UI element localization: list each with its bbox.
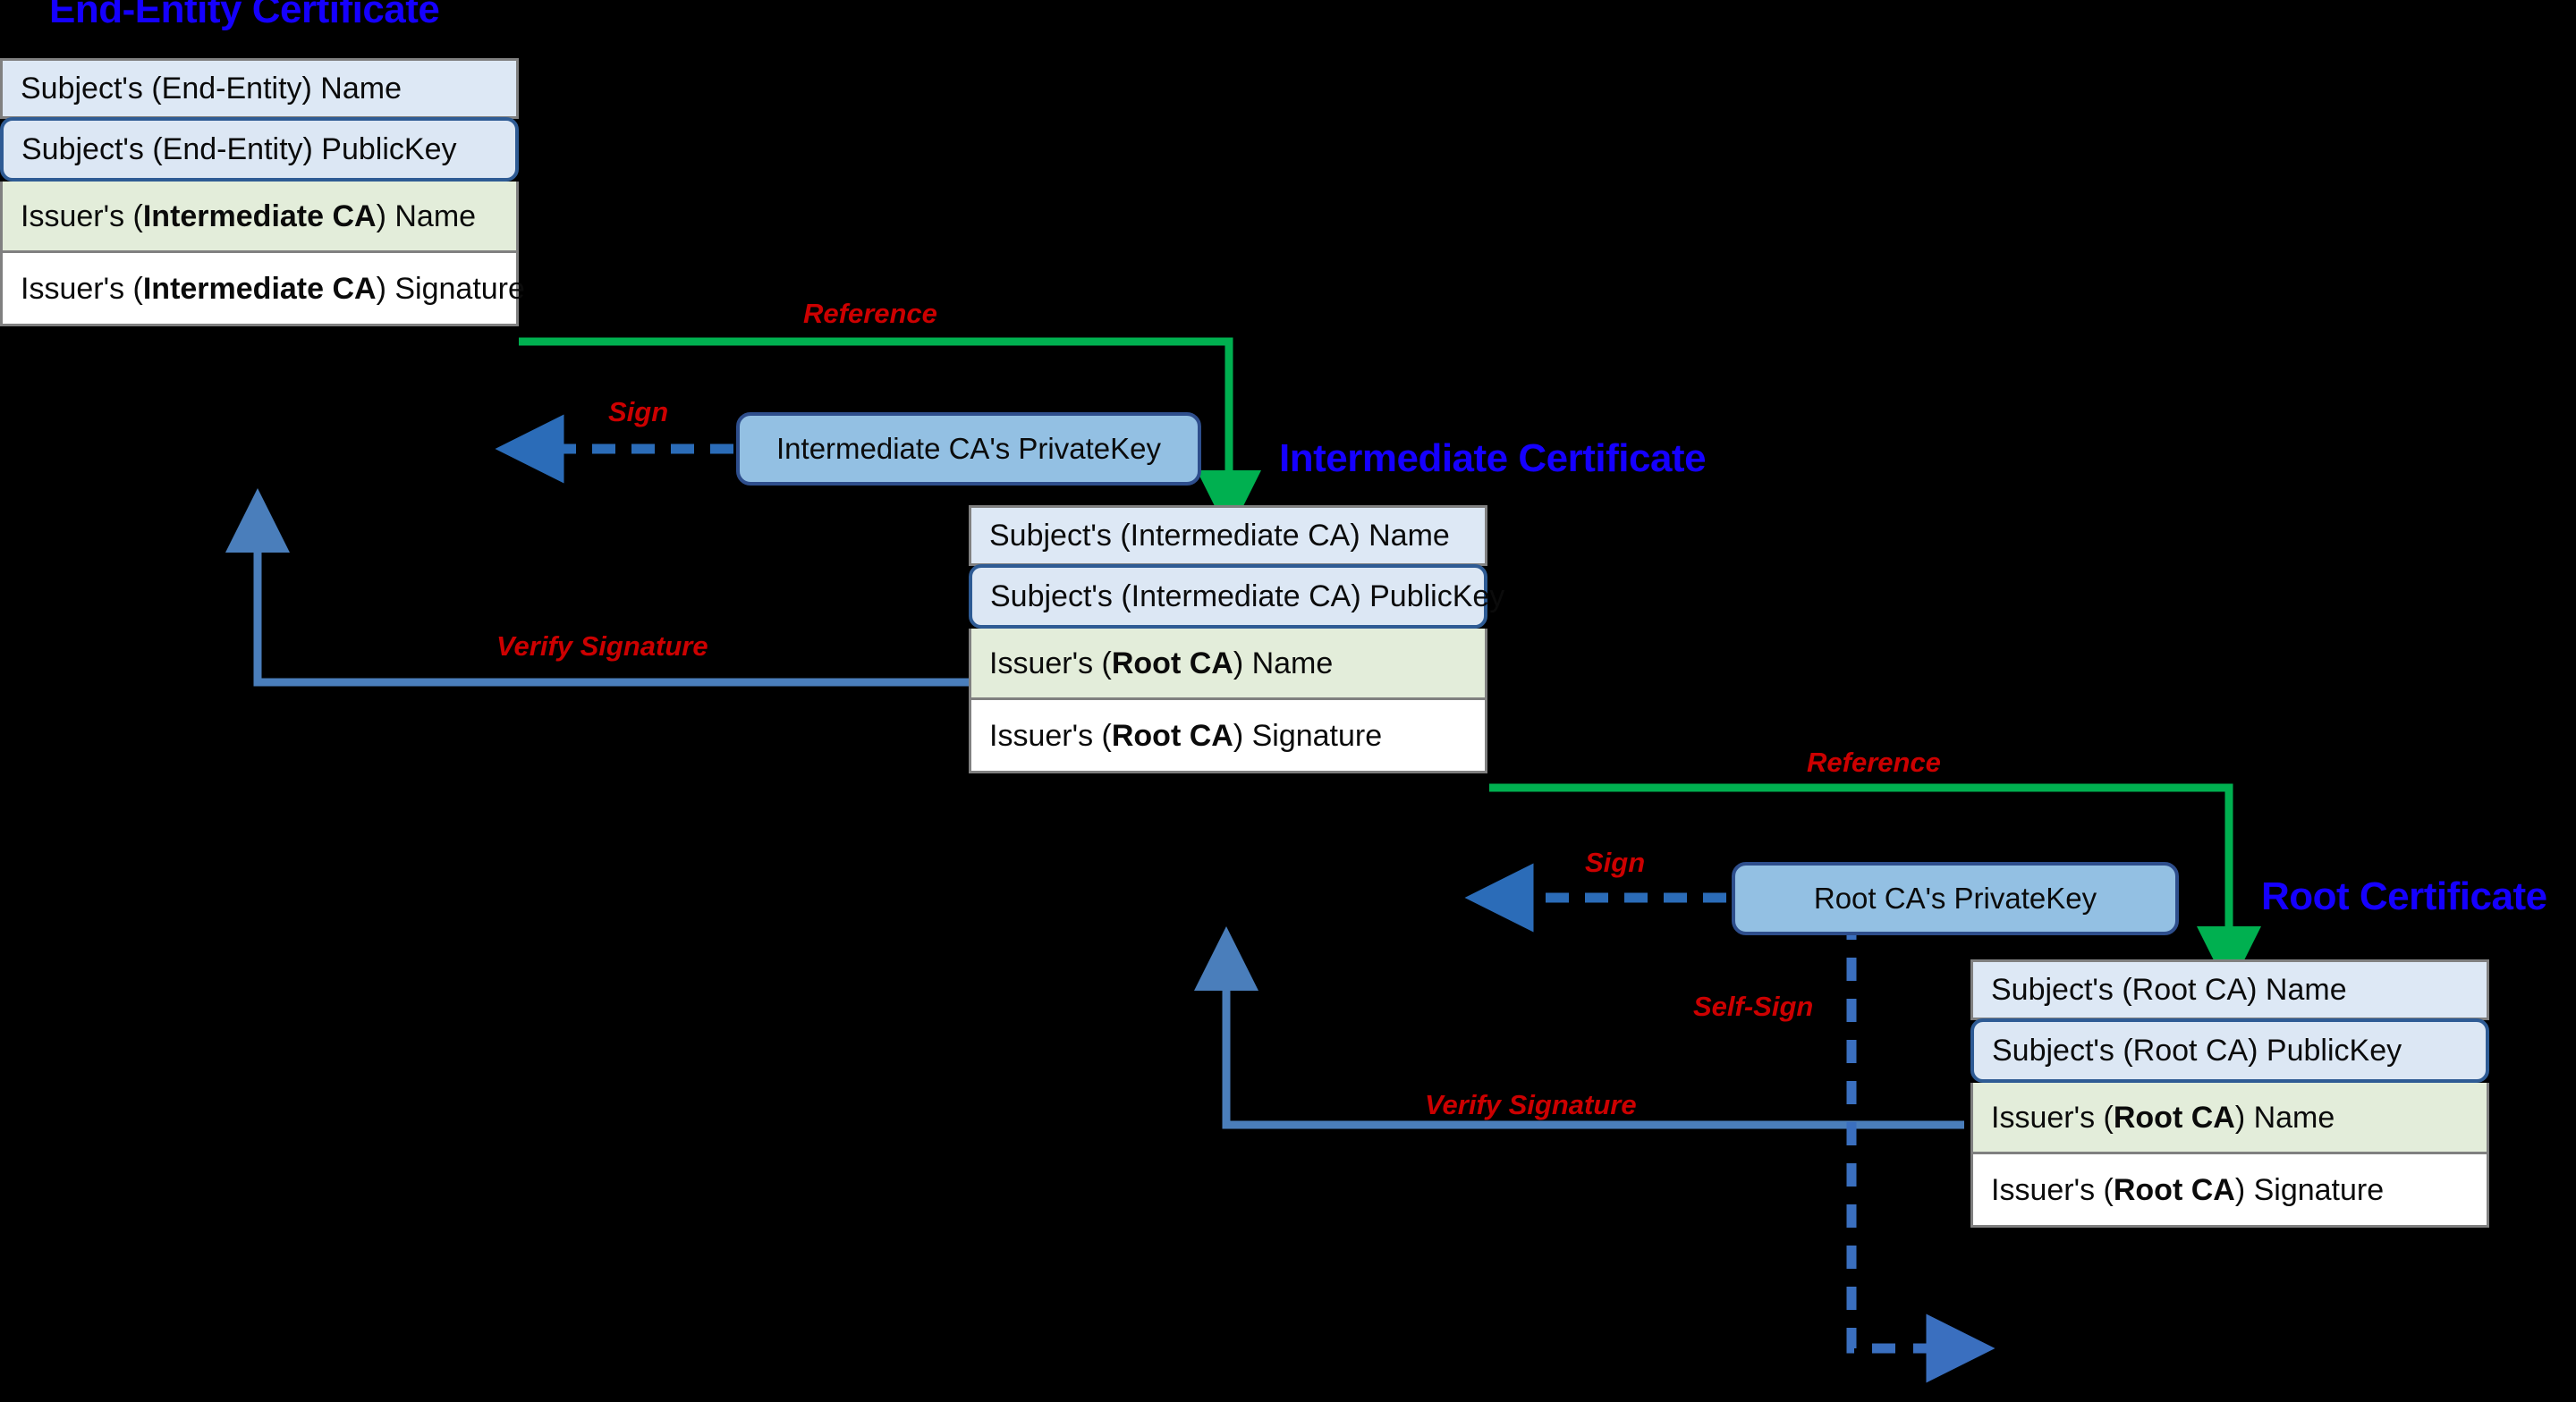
end-entity-issuer-signature-row: Issuer's (Intermediate CA) Signature (0, 253, 525, 326)
root-issuer-name-row: Issuer's (Root CA) Name (1970, 1083, 2489, 1154)
root-ca-privatekey-box: Root CA's PrivateKey (1732, 862, 2179, 935)
end-entity-public-key-text: Subject's (End-Entity) PublicKey (21, 132, 457, 166)
intermediate-issuer-signature-row: Issuer's (Root CA) Signature (969, 700, 1487, 773)
intermediate-subject-name-row: Subject's (Intermediate CA) Name (969, 505, 1487, 566)
intermediate-subject-name-text: Subject's (Intermediate CA) Name (989, 519, 1450, 553)
root-issuer-signature-text: Issuer's (Root CA) Signature (1991, 1172, 2385, 1207)
self-sign-arrow (1846, 916, 1996, 1383)
root-subject-name-row: Subject's (Root CA) Name (1970, 959, 2489, 1020)
root-subject-name-text: Subject's (Root CA) Name (1991, 973, 2347, 1007)
intermediate-issuer-name-text: Issuer's (Root CA) Name (989, 646, 1334, 680)
verify-signature-label-2: Verify Signature (1425, 1089, 1637, 1120)
end-entity-issuer-signature-text: Issuer's (Intermediate CA) Signature (21, 271, 525, 306)
root-issuer-name-text: Issuer's (Root CA) Name (1991, 1100, 2335, 1135)
intermediate-public-key-row: Subject's (Intermediate CA) PublicKey (969, 564, 1504, 629)
intermediate-certificate: Subject's (Intermediate CA) Name Subject… (969, 505, 1504, 957)
self-sign-label-1: Self-Sign (1693, 991, 1814, 1022)
end-entity-issuer-name-text: Issuer's (Intermediate CA) Name (21, 198, 477, 233)
intermediate-issuer-name-row: Issuer's (Root CA) Name (969, 629, 1487, 700)
end-entity-subject-name-row: Subject's (End-Entity) Name (0, 58, 519, 119)
intermediate-public-key-text: Subject's (Intermediate CA) PublicKey (990, 579, 1505, 613)
reference-label-2: Reference (1807, 747, 1941, 778)
root-public-key-text: Subject's (Root CA) PublicKey (1992, 1034, 2402, 1068)
root-certificate-title: Root Certificate (2261, 874, 2547, 918)
root-certificate: Subject's (Root CA) Name Subject's (Root… (1970, 959, 2489, 1402)
intermediate-issuer-signature-text: Issuer's (Root CA) Signature (989, 718, 1383, 753)
intermediate-certificate-title: Intermediate Certificate (1279, 436, 1707, 480)
end-entity-certificate-title: End-Entity Certificate (49, 0, 440, 31)
end-entity-public-key-row: Subject's (End-Entity) PublicKey (0, 117, 519, 182)
verify-signature-label-1: Verify Signature (496, 630, 708, 662)
sign-label-1: Sign (608, 396, 669, 427)
sign-label-2: Sign (1585, 847, 1646, 878)
intermediate-ca-privatekey-box: Intermediate CA's PrivateKey (736, 412, 1201, 486)
end-entity-subject-name-text: Subject's (End-Entity) Name (21, 72, 402, 106)
reference-label-1: Reference (803, 298, 937, 329)
end-entity-certificate: Subject's (End-Entity) Name Subject's (E… (0, 58, 525, 510)
root-public-key-row: Subject's (Root CA) PublicKey (1970, 1018, 2489, 1083)
root-issuer-signature-row: Issuer's (Root CA) Signature (1970, 1154, 2489, 1228)
end-entity-issuer-name-row: Issuer's (Intermediate CA) Name (0, 182, 519, 253)
